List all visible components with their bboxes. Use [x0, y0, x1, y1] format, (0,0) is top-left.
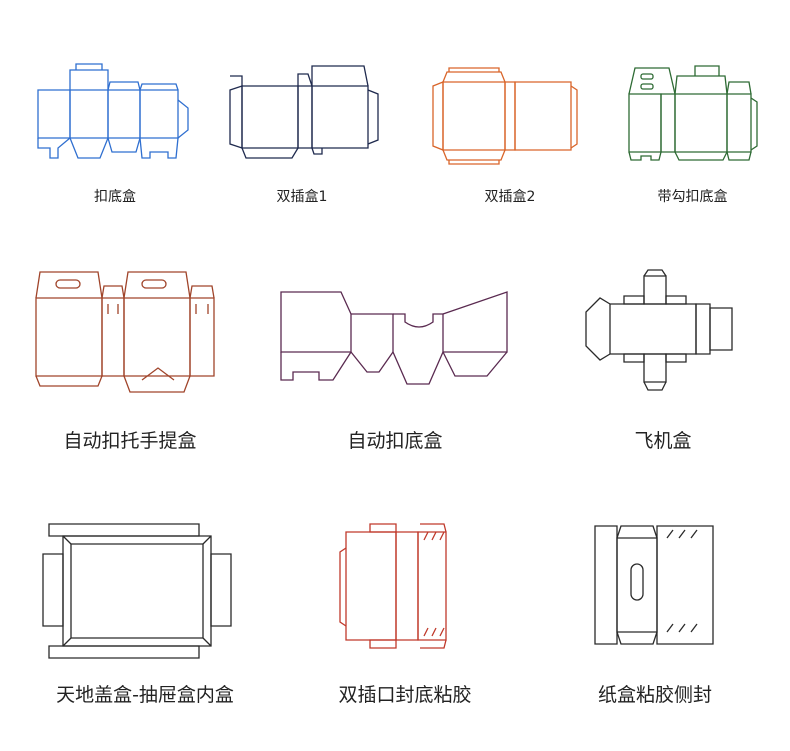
box-item-buckle-bottom: 扣底盒 — [30, 60, 200, 210]
box-label: 双插盒1 — [276, 189, 328, 205]
dieline-double-tuck-2-icon — [425, 60, 595, 170]
box-label: 双插口封底粘胶 — [338, 684, 472, 706]
box-label: 自动扣底盒 — [347, 430, 443, 452]
box-item-mailer-box: 飞机盒 — [578, 268, 748, 468]
dieline-mailer-box-icon — [578, 268, 748, 400]
box-item-auto-lock-handle: 自动扣托手提盒 — [30, 268, 230, 468]
box-label: 飞机盒 — [634, 430, 692, 452]
dieline-buckle-bottom-icon — [30, 60, 200, 170]
dieline-double-tuck-glued-icon — [300, 518, 510, 658]
box-label: 自动扣托手提盒 — [63, 430, 197, 452]
box-label: 扣底盒 — [94, 189, 136, 205]
box-item-double-tuck-1: 双插盒1 — [222, 60, 382, 210]
dieline-auto-lock-bottom-icon — [275, 268, 515, 400]
box-label: 双插盒2 — [484, 189, 536, 205]
box-label: 天地盖盒-抽屉盒内盒 — [56, 684, 234, 706]
box-item-double-tuck-2: 双插盒2 — [425, 60, 595, 210]
box-label: 纸盒粘胶侧封 — [597, 684, 712, 706]
box-item-hook-buckle-bottom: 带勾扣底盒 — [615, 60, 770, 210]
dieline-side-glued-icon — [555, 518, 755, 658]
box-item-side-glued: 纸盒粘胶侧封 — [555, 518, 755, 718]
box-label: 带勾扣底盒 — [657, 189, 728, 205]
box-item-auto-lock-bottom: 自动扣底盒 — [275, 268, 515, 468]
dieline-double-tuck-1-icon — [222, 60, 382, 170]
dieline-lid-drawer-inner-icon — [35, 518, 255, 658]
box-item-double-tuck-glued: 双插口封底粘胶 — [300, 518, 510, 718]
dieline-hook-buckle-bottom-icon — [615, 60, 770, 170]
dieline-auto-lock-handle-icon — [30, 268, 230, 400]
box-item-lid-drawer-inner: 天地盖盒-抽屉盒内盒 — [35, 518, 255, 718]
